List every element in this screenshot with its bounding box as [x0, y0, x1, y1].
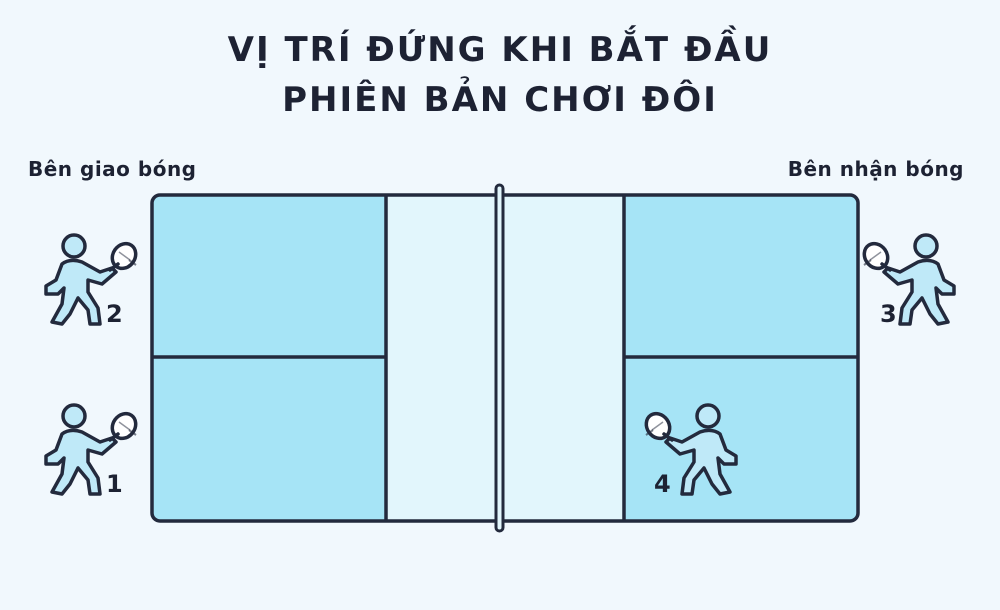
player-number-3: 3	[880, 300, 897, 328]
player-number-2: 2	[106, 300, 123, 328]
serving-side-label: Bên giao bóng	[28, 157, 197, 181]
receiving-side-label: Bên nhận bóng	[787, 157, 964, 181]
left-kitchen-zone	[386, 195, 499, 521]
page-title-line-1: VỊ TRÍ ĐỨNG KHI BẮT ĐẦU	[227, 30, 773, 70]
player-number-4: 4	[654, 470, 671, 498]
player-with-paddle-icon	[44, 403, 143, 496]
right-kitchen-zone	[499, 195, 624, 521]
page-title-line-2: PHIÊN BẢN CHƠI ĐÔI	[282, 80, 718, 120]
player-number-1: 1	[106, 470, 123, 498]
player-with-paddle-icon	[857, 233, 956, 326]
player-with-paddle-icon	[44, 233, 143, 326]
net	[494, 183, 505, 533]
